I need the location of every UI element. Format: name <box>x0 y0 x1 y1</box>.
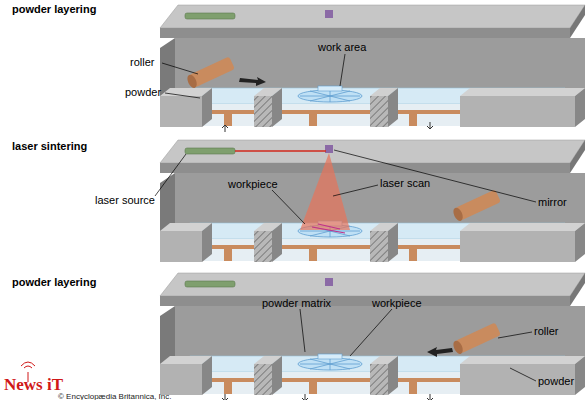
machine-panel-1 <box>427 122 433 129</box>
machine-panel-2 <box>300 153 350 230</box>
machine-panel-2 <box>451 189 500 222</box>
machine-panel-1 <box>298 86 362 102</box>
leader-lines <box>510 368 536 381</box>
machine-panel-3 <box>427 347 453 357</box>
leader-lines <box>272 190 305 224</box>
leader-lines <box>162 63 198 74</box>
machine-panel-3 <box>222 394 228 400</box>
copyright-note: © Encyclopædia Britannica, Inc. <box>58 390 172 400</box>
leader-lines <box>155 154 186 196</box>
watermark: News iT <box>4 378 63 391</box>
leader-lines <box>340 54 345 86</box>
part-label: roller <box>130 56 154 69</box>
machine-panel-1 <box>239 77 266 86</box>
machine-panel-1 <box>160 5 585 132</box>
machine-panel-1 <box>185 56 234 89</box>
machine-panel-2 <box>235 150 326 151</box>
part-label: mirror <box>538 196 567 209</box>
panel-title: laser sintering <box>12 140 87 153</box>
machine-panel-3 <box>427 394 433 400</box>
part-label: laser source <box>95 194 155 207</box>
part-label: powder <box>538 375 574 388</box>
part-label: laser scan <box>380 177 430 190</box>
machine-panel-1 <box>160 5 585 127</box>
machine-panel-2 <box>312 224 345 233</box>
leader-lines <box>350 309 392 356</box>
leader-lines <box>300 309 305 352</box>
machine-panel-1 <box>185 56 234 89</box>
part-label: powder <box>125 86 161 99</box>
machine-panel-3 <box>160 273 585 395</box>
machine-panel-3 <box>160 273 585 400</box>
part-label: workpiece <box>228 178 278 191</box>
leader-lines <box>334 150 536 202</box>
machine-panel-2 <box>451 189 500 222</box>
machine-panel-3 <box>298 354 362 370</box>
panel-title: powder layering <box>12 3 96 16</box>
leader-lines <box>155 54 536 381</box>
part-label: workpiece <box>372 297 422 310</box>
leader-lines <box>333 185 378 196</box>
machine-panel-1 <box>222 125 228 132</box>
machine-panel-2 <box>160 140 585 262</box>
machine-panel-3 <box>302 394 308 400</box>
machine-panel-3 <box>451 322 500 355</box>
panel-title: powder layering <box>12 276 96 289</box>
machine-panel-2 <box>160 140 585 262</box>
part-label: roller <box>534 325 558 338</box>
leader-lines <box>498 332 532 338</box>
part-label: work area <box>318 41 366 54</box>
leader-lines <box>165 93 200 98</box>
machine-panel-3 <box>451 322 500 355</box>
part-label: powder matrix <box>262 297 331 310</box>
